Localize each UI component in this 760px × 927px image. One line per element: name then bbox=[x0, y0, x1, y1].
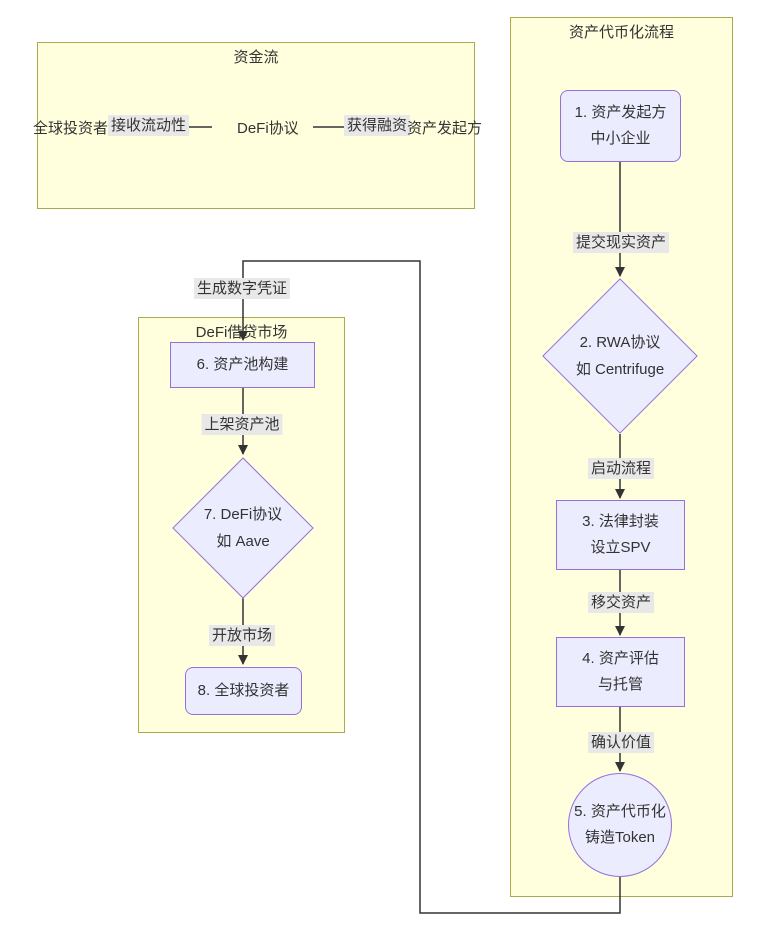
node-defi-protocol-text: DeFi协议 bbox=[237, 120, 299, 137]
edge-label-generate-certificate: 生成数字凭证 bbox=[193, 278, 291, 299]
edge-label-submit-assets: 提交现实资产 bbox=[572, 232, 670, 253]
node-global-investor: 全球投资者 bbox=[33, 120, 109, 137]
node-step3-line1: 3. 法律封装 bbox=[582, 513, 659, 530]
cluster-title-tokenization: 资产代币化流程 bbox=[568, 24, 674, 41]
node-step6-asset-pool: 6. 资产池构建 bbox=[170, 342, 315, 388]
node-step8-global-investors: 8. 全球投资者 bbox=[185, 667, 302, 715]
node-step5-line2: 铸造Token bbox=[584, 829, 656, 846]
edge-label-list-pool: 上架资产池 bbox=[201, 414, 283, 435]
edge-label-receive-liquidity: 接收流动性 bbox=[108, 115, 190, 136]
node-step5-line1: 5. 资产代币化 bbox=[574, 803, 666, 820]
node-step7-line1: 7. DeFi协议 bbox=[203, 506, 283, 523]
node-step4-valuation-custody: 4. 资产评估 与托管 bbox=[556, 637, 685, 707]
node-step6-label: 6. 资产池构建 bbox=[196, 356, 289, 373]
node-asset-originator-text: 资产发起方 bbox=[407, 120, 483, 137]
node-step3-line2: 设立SPV bbox=[590, 539, 651, 556]
node-step1-originator: 1. 资产发起方 中小企业 bbox=[560, 90, 681, 162]
node-step2-line2: 如 Centrifuge bbox=[575, 361, 665, 378]
node-step3-legal-wrapper: 3. 法律封装 设立SPV bbox=[556, 500, 685, 570]
edge-label-transfer-assets: 移交资产 bbox=[587, 592, 655, 613]
edge-label-obtain-financing: 获得融资 bbox=[344, 115, 411, 136]
edge-label-confirm-value: 确认价值 bbox=[587, 732, 655, 753]
node-step1-line1: 1. 资产发起方 bbox=[574, 104, 667, 121]
node-step2-line1: 2. RWA协议 bbox=[579, 334, 661, 351]
cluster-title-defi-market: DeFi借贷市场 bbox=[195, 324, 288, 341]
edge-label-start-process: 启动流程 bbox=[587, 458, 655, 479]
cluster-title-capital-flow: 资金流 bbox=[233, 49, 279, 66]
node-step2-rwa-protocol: 2. RWA协议 如 Centrifuge bbox=[542, 278, 698, 434]
edge-step5-step6 bbox=[238, 260, 621, 914]
node-step4-line2: 与托管 bbox=[597, 676, 643, 693]
node-step7-line2: 如 Aave bbox=[216, 533, 270, 550]
edge-label-open-market: 开放市场 bbox=[208, 625, 276, 646]
node-step5-tokenize: 5. 资产代币化 铸造Token bbox=[568, 773, 672, 877]
node-step8-label: 8. 全球投资者 bbox=[197, 682, 290, 699]
node-step1-line2: 中小企业 bbox=[590, 130, 651, 147]
node-step7-defi-protocol: 7. DeFi协议 如 Aave bbox=[172, 457, 314, 599]
node-step4-line1: 4. 资产评估 bbox=[582, 650, 659, 667]
